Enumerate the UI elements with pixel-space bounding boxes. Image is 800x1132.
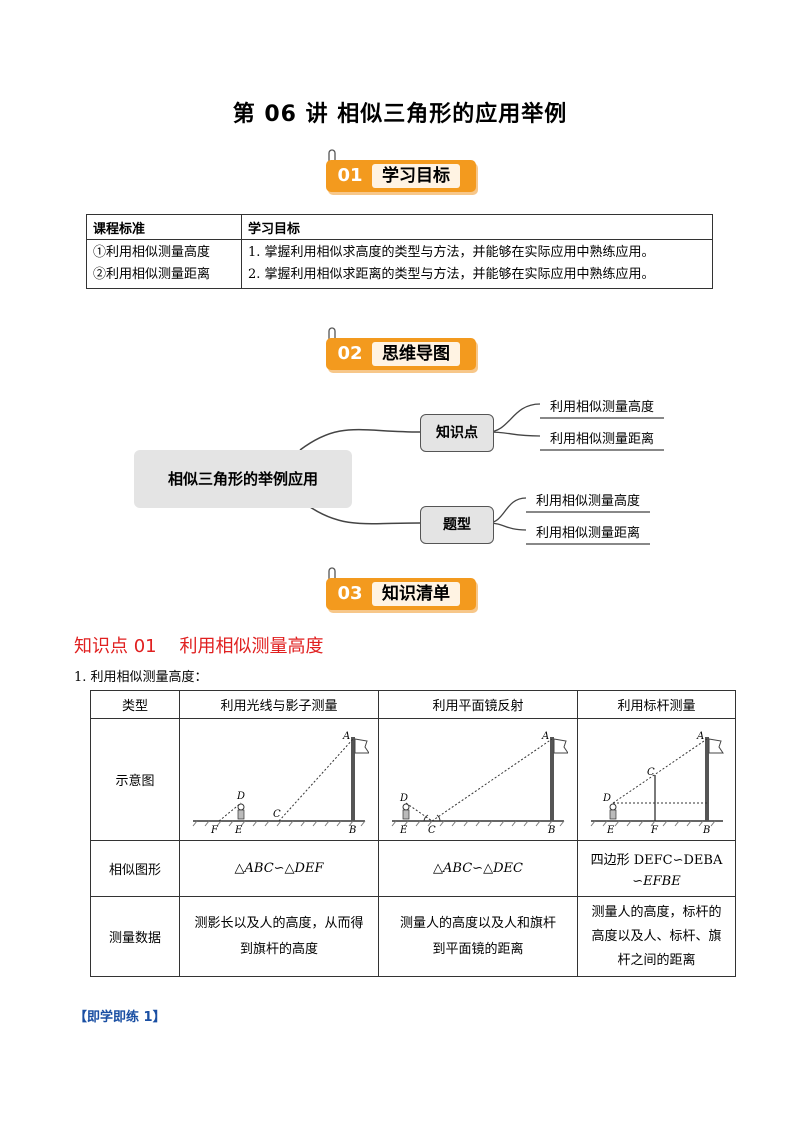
row-label-diagram: 示意图 bbox=[90, 718, 180, 841]
point-label: A bbox=[541, 731, 549, 742]
section-label: 思维导图 bbox=[372, 342, 460, 366]
point-label: F bbox=[210, 825, 219, 835]
mirror-diagram: A D E C B bbox=[391, 731, 568, 835]
point-label: C bbox=[428, 825, 436, 835]
mindmap-connectors bbox=[299, 403, 541, 531]
data-shadow: 测影长以及人的高度，从而得 到旗杆的高度 bbox=[179, 896, 379, 977]
measure-header-type: 类型 bbox=[90, 690, 180, 719]
point-label: D bbox=[236, 791, 245, 802]
measure-header-mirror: 利用平面镜反射 bbox=[378, 690, 578, 719]
point-label: D bbox=[399, 793, 408, 804]
objective-item: 1. 掌握利用相似求高度的类型与方法，并能够在实际应用中熟练应用。 bbox=[248, 245, 655, 260]
goals-standards-cell: ①利用相似测量高度 ②利用相似测量距离 bbox=[86, 239, 242, 289]
section-number: 03 bbox=[337, 583, 363, 604]
point-label: C bbox=[647, 767, 655, 778]
page-title: 第 06 讲 相似三角形的应用举例 bbox=[232, 102, 568, 127]
standard-item: ②利用相似测量距离 bbox=[93, 267, 211, 282]
mindmap-branch-questions: 题型 bbox=[420, 506, 494, 544]
data-mirror: 测量人的高度以及人和旗杆 到平面镜的距离 bbox=[378, 896, 578, 977]
row-label-data: 测量数据 bbox=[90, 896, 180, 977]
point-label: E bbox=[399, 825, 408, 835]
diagram-mirror: A D E C B bbox=[378, 718, 578, 841]
section-banner-goals: 01 学习目标 bbox=[326, 149, 476, 196]
mindmap-root: 相似三角形的举例应用 bbox=[134, 450, 352, 508]
section-label: 知识清单 bbox=[372, 582, 460, 606]
goals-header-objective: 学习目标 bbox=[241, 214, 713, 240]
point-label: A bbox=[342, 731, 350, 742]
point-label: B bbox=[702, 825, 710, 835]
diagram-shadow: A D C F E B bbox=[179, 718, 379, 841]
data-line: 高度以及人、标杆、旗 bbox=[591, 928, 722, 944]
diagram-pole: A C D E F B bbox=[577, 718, 736, 841]
data-line: 到旗杆的高度 bbox=[239, 941, 318, 957]
paperclip-icon bbox=[328, 327, 336, 346]
shadow-diagram: A D C F E B bbox=[192, 731, 369, 835]
point-label: C bbox=[273, 809, 281, 820]
standard-item: ①利用相似测量高度 bbox=[93, 245, 211, 260]
section-label: 学习目标 bbox=[372, 164, 460, 188]
section-number: 01 bbox=[337, 165, 363, 186]
practice-heading: 【即学即练 1】 bbox=[74, 1010, 166, 1025]
section-banner-knowledge: 03 知识清单 bbox=[326, 567, 476, 614]
knowledge-point-lead: 1. 利用相似测量高度： bbox=[74, 670, 208, 685]
point-label: E bbox=[606, 825, 615, 835]
section-banner-mindmap: 02 思维导图 bbox=[326, 327, 476, 374]
similar-shadow: △ABC∽△DEF bbox=[179, 840, 379, 897]
mindmap-leaf: 利用相似测量距离 bbox=[540, 426, 665, 451]
goals-header-standard: 课程标准 bbox=[86, 214, 242, 240]
goals-table: 课程标准 学习目标 ①利用相似测量高度 ②利用相似测量距离 1. 掌握利用相似求… bbox=[86, 214, 713, 289]
point-label: E bbox=[234, 825, 243, 835]
data-line: 测影长以及人的高度，从而得 bbox=[194, 915, 364, 931]
point-label: B bbox=[547, 825, 555, 835]
data-line: 测量人的高度，标杆的 bbox=[591, 904, 722, 920]
data-line: 测量人的高度以及人和旗杆 bbox=[399, 915, 556, 931]
mindmap-leaf: 利用相似测量高度 bbox=[526, 488, 651, 513]
mindmap-leaf: 利用相似测量距离 bbox=[526, 520, 651, 545]
knowledge-point-heading: 知识点 01 利用相似测量高度 bbox=[74, 636, 324, 657]
similar-mirror: △ABC∽△DEC bbox=[378, 840, 578, 897]
measure-table: 类型 利用光线与影子测量 利用平面镜反射 利用标杆测量 示意图 bbox=[90, 690, 736, 977]
point-label: F bbox=[650, 825, 659, 835]
similar-pole-line: ∽EFBE bbox=[632, 873, 681, 889]
similar-pole-line: 四边形 DEFC∽DEBA bbox=[590, 852, 723, 868]
data-line: 到平面镜的距离 bbox=[432, 941, 524, 957]
point-label: A bbox=[696, 731, 704, 742]
section-number: 02 bbox=[337, 343, 363, 364]
data-line: 杆之间的距离 bbox=[617, 952, 696, 968]
point-label: B bbox=[348, 825, 356, 835]
row-label-similar: 相似图形 bbox=[90, 840, 180, 897]
similar-pole: 四边形 DEFC∽DEBA ∽EFBE bbox=[577, 840, 736, 897]
mindmap-leaf: 利用相似测量高度 bbox=[540, 394, 665, 419]
measure-header-pole: 利用标杆测量 bbox=[577, 690, 736, 719]
objective-item: 2. 掌握利用相似求距离的类型与方法，并能够在实际应用中熟练应用。 bbox=[248, 267, 655, 282]
point-label: D bbox=[602, 793, 611, 804]
goals-objectives-cell: 1. 掌握利用相似求高度的类型与方法，并能够在实际应用中熟练应用。 2. 掌握利… bbox=[241, 239, 713, 289]
measure-header-shadow: 利用光线与影子测量 bbox=[179, 690, 379, 719]
data-pole: 测量人的高度，标杆的 高度以及人、标杆、旗 杆之间的距离 bbox=[577, 896, 736, 977]
paperclip-icon bbox=[328, 149, 336, 168]
mindmap-branch-knowledge: 知识点 bbox=[420, 414, 494, 452]
paperclip-icon bbox=[328, 567, 336, 586]
pole-diagram: A C D E F B bbox=[590, 731, 724, 835]
